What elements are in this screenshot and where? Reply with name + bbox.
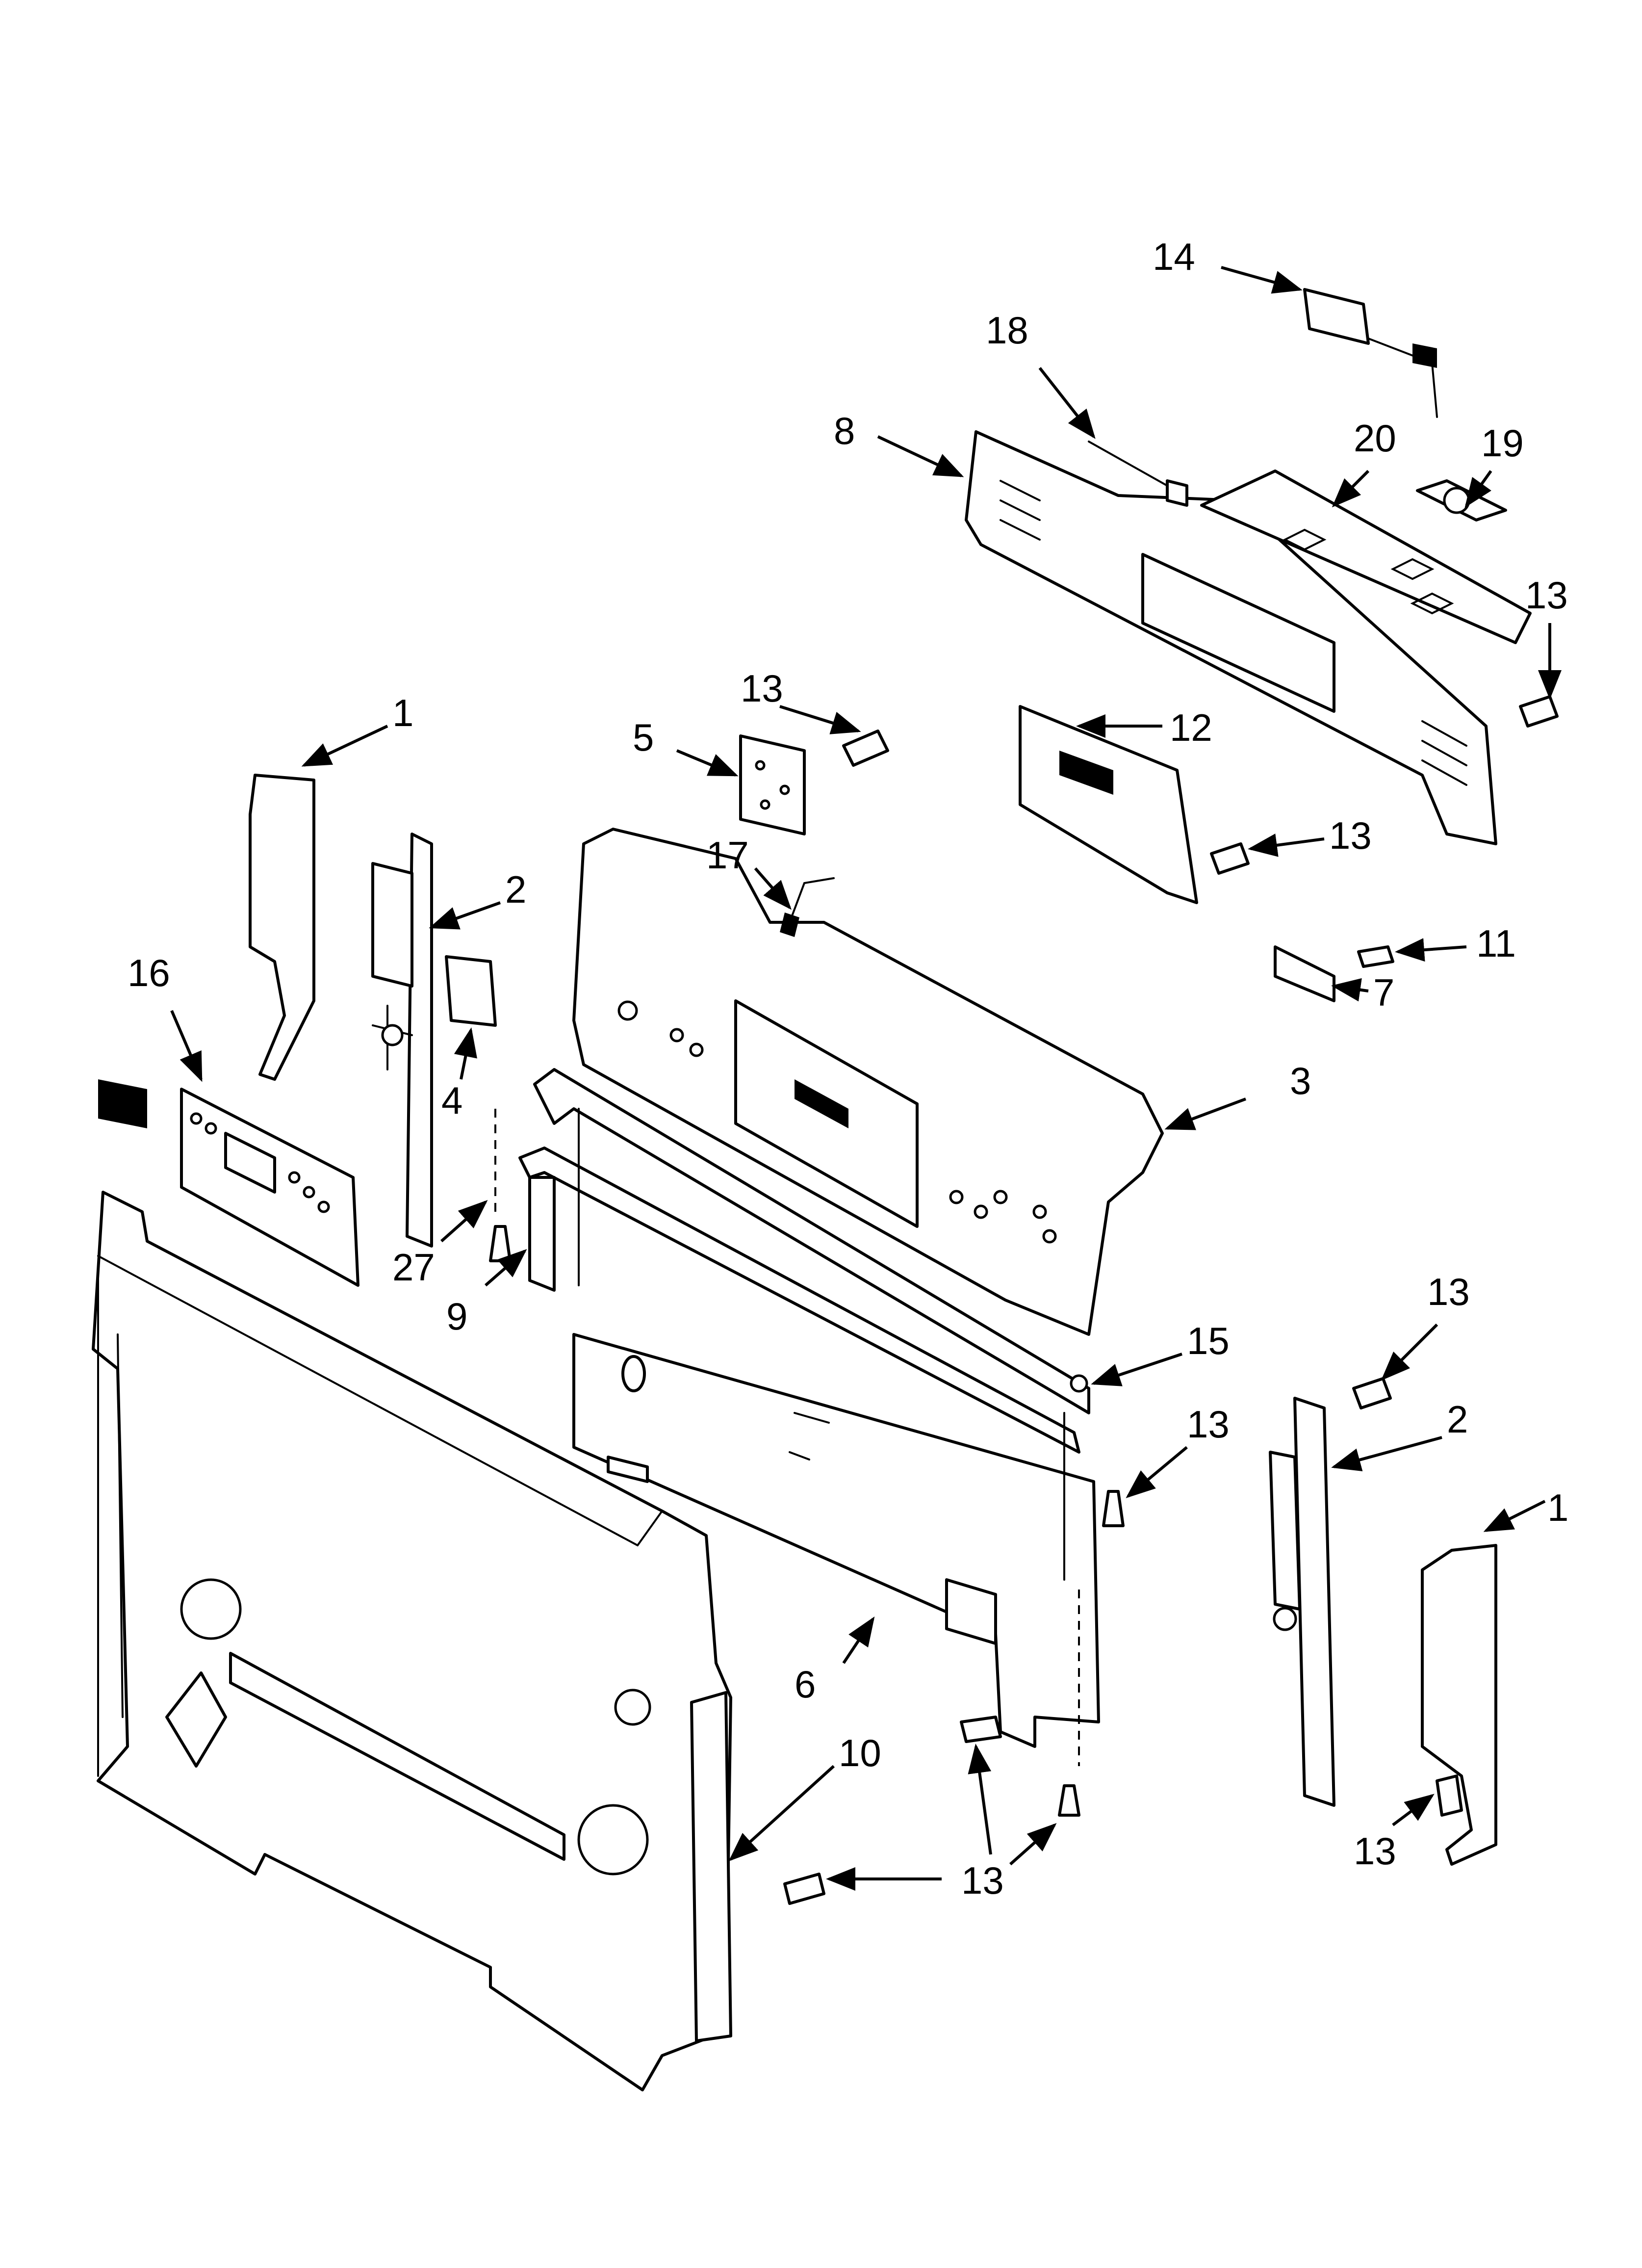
leader-13-top-right [1381, 1323, 1438, 1381]
callout-17: 17 [706, 834, 749, 877]
leader-5 [676, 749, 739, 777]
callout-10: 10 [839, 1731, 881, 1774]
screw-13-d [1352, 1377, 1392, 1409]
screw-part-11 [1357, 945, 1394, 968]
callout-3: 3 [1290, 1059, 1311, 1102]
screw-13-f [960, 1716, 1002, 1743]
callout-1-right: 1 [1547, 1486, 1568, 1529]
callout-7: 7 [1373, 971, 1394, 1014]
leader-4 [454, 1027, 477, 1080]
screw-13-e [1102, 1490, 1125, 1527]
screw-13-c [1210, 842, 1250, 875]
leader-9 [485, 1249, 527, 1287]
callout-13-bottom: 13 [961, 1859, 1004, 1902]
wire-harness-part-17 [780, 877, 835, 937]
leader-13-15 [1126, 1446, 1188, 1498]
rear-panel-part-10 [92, 1191, 732, 2091]
leader-19 [1464, 470, 1492, 508]
leader-2-left [429, 901, 501, 930]
callout-27: 27 [392, 1246, 435, 1289]
callout-5: 5 [633, 716, 654, 759]
leader-1-right [1483, 1500, 1546, 1532]
callout-13-board12: 13 [1329, 814, 1372, 857]
switch-harness-part-14 [1303, 288, 1438, 418]
callout-12: 12 [1170, 706, 1212, 749]
panel-back-part-6 [572, 1333, 1100, 1748]
screw-part-27 [489, 1225, 512, 1262]
callout-13-top-right: 13 [1427, 1270, 1470, 1313]
leader-7 [1331, 978, 1369, 1002]
leader-13-bottom-right [1392, 1794, 1435, 1826]
leader-17 [754, 867, 792, 910]
leader-10 [728, 1765, 835, 1862]
leader-13-bottom-b [968, 1744, 992, 1855]
callout-6: 6 [795, 1663, 816, 1706]
leader-15 [1091, 1353, 1182, 1386]
control-console-part-3 [572, 828, 1164, 1336]
screw-13-b [1519, 695, 1559, 728]
frame-bracket-part-9 [518, 1068, 1090, 1581]
callout-15: 15 [1187, 1319, 1230, 1362]
leader-14 [1221, 266, 1303, 294]
leader-13-bottom-c [1009, 1823, 1057, 1866]
leader-13-board12 [1248, 834, 1325, 857]
callout-2-right: 2 [1447, 1398, 1468, 1441]
callout-8: 8 [834, 409, 855, 452]
callout-13-board5: 13 [741, 667, 783, 710]
leader-1-left [301, 725, 388, 767]
leader-13-board5 [779, 705, 861, 734]
callout-2-left: 2 [505, 868, 526, 911]
callout-13-bottom-right: 13 [1354, 1829, 1396, 1873]
screw-13-g [1058, 1784, 1080, 1817]
callout-19: 19 [1481, 421, 1524, 465]
end-cap-left-part-1 [249, 774, 315, 1081]
mounting-bracket-part-20 [1200, 469, 1532, 644]
screw-13-a [842, 730, 889, 767]
callout-18: 18 [986, 309, 1028, 352]
board-part-5 [739, 734, 806, 835]
leader-6 [842, 1616, 875, 1664]
leader-20 [1332, 469, 1370, 508]
leader-11 [1395, 938, 1467, 962]
callout-20: 20 [1354, 417, 1396, 460]
leader-8 [877, 435, 964, 477]
screw-13-h [783, 1873, 825, 1905]
side-bracket-right-part-2 [1269, 1397, 1335, 1807]
callout-13-15: 13 [1187, 1403, 1230, 1446]
callout-9: 9 [446, 1295, 467, 1338]
callout-16: 16 [128, 951, 170, 994]
leader-18 [1038, 367, 1096, 439]
callout-4: 4 [441, 1079, 462, 1122]
leader-27 [440, 1200, 488, 1243]
leader-3 [1164, 1097, 1247, 1130]
screw-13-i [1436, 1774, 1463, 1817]
leader-16 [170, 1010, 203, 1082]
sensor-part-19 [1416, 479, 1507, 521]
keypad-overlay-part-16 [98, 1079, 359, 1287]
leader-2-right [1331, 1436, 1442, 1471]
clip-part-4 [445, 955, 497, 1027]
side-bracket-left-part-2 [371, 833, 433, 1248]
callout-11: 11 [1476, 922, 1516, 965]
screw-part-15 [1070, 1374, 1088, 1393]
callout-1-left: 1 [392, 691, 413, 734]
tie-strap-part-18 [1088, 441, 1188, 507]
callout-13-right: 13 [1525, 574, 1568, 617]
bracket-part-7 [1274, 945, 1335, 1002]
control-board-part-12 [1019, 705, 1198, 904]
callout-14: 14 [1153, 235, 1195, 278]
end-cap-right-part-1 [1421, 1544, 1497, 1866]
